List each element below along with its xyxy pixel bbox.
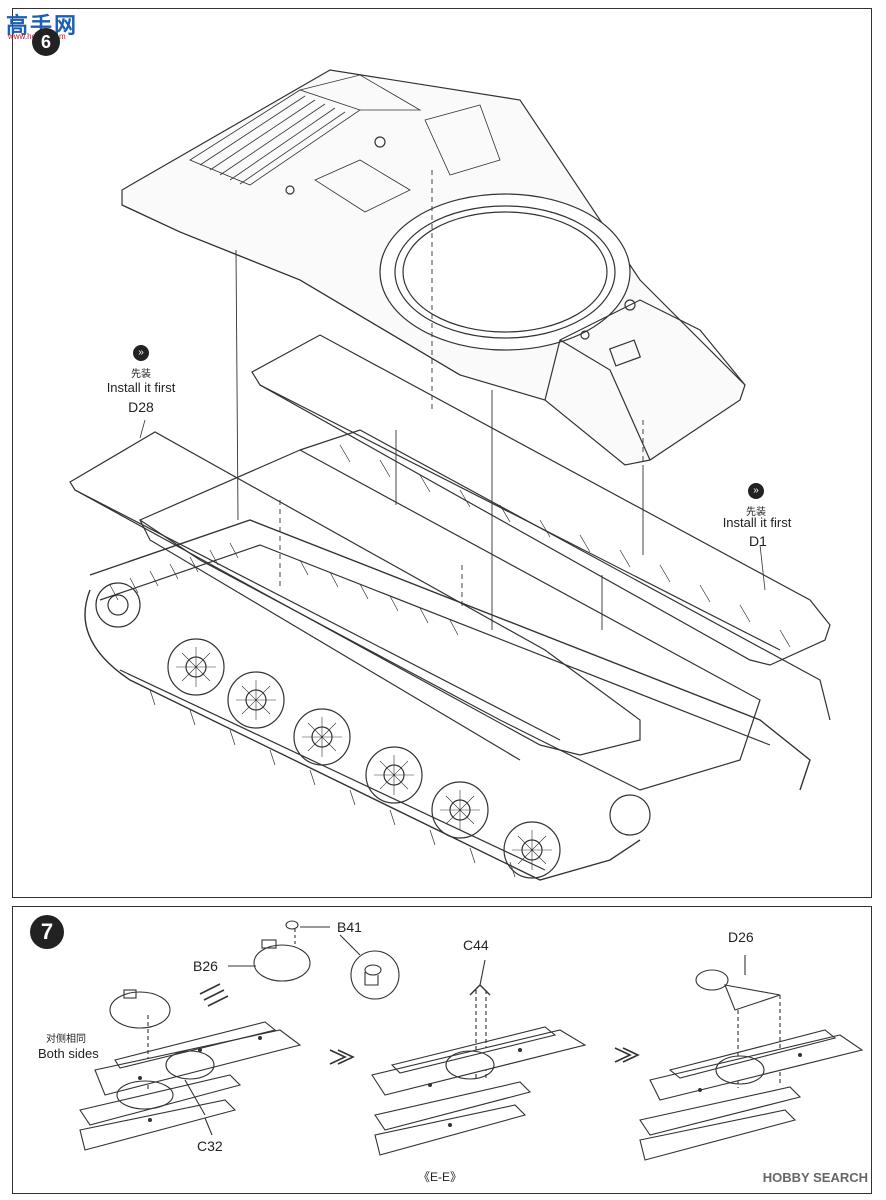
- section-label: 《E-E》: [418, 1170, 463, 1184]
- install-first-right-cn: 先装: [746, 507, 766, 518]
- part-b26: B26: [193, 958, 218, 974]
- step6-number: 6: [32, 28, 60, 56]
- both-sides-cn: 对侧相同: [46, 1034, 86, 1045]
- step7-panel: [12, 906, 872, 1194]
- step7-number: 7: [30, 915, 64, 949]
- install-first-right-icon: »: [748, 483, 764, 499]
- install-first-right-en: Install it first: [722, 515, 792, 530]
- part-d26: D26: [728, 929, 754, 945]
- install-first-left-en: Install it first: [106, 380, 176, 395]
- install-first-left-cn: 先装: [131, 369, 151, 380]
- install-first-left-icon: »: [133, 345, 149, 361]
- part-c32: C32: [197, 1138, 223, 1154]
- hull-assembly-drawing: [69, 69, 831, 881]
- both-sides-en: Both sides: [38, 1046, 99, 1061]
- part-b41: B41: [337, 919, 362, 935]
- hobby-search-watermark: HOBBY SEARCH: [762, 1170, 868, 1185]
- part-d1: D1: [749, 533, 767, 549]
- part-d28: D28: [128, 399, 154, 415]
- part-c44: C44: [463, 937, 489, 953]
